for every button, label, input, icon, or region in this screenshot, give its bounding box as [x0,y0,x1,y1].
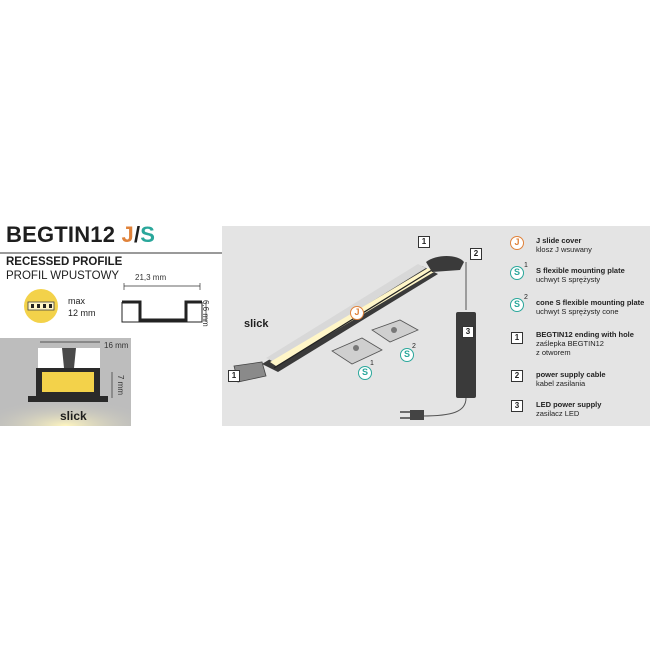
callout-box-2: 2 [470,248,482,260]
header-divider [0,252,222,254]
legend-item-power-supply: LED power supply zasilacz LED [536,400,601,418]
callout-s2-icon: S [400,348,414,362]
legend-label: z otworem [536,348,571,357]
callout-s1-sup: 1 [370,360,374,367]
diagram-brand-logo: slick [244,318,269,330]
subtitle-polish: PROFIL WPUSTOWY [6,270,120,282]
legend-3-icon: 3 [511,400,523,412]
legend-s2-icon: S [510,298,524,312]
section-width-label: 16 mm [104,341,129,350]
legend-item-cone-plate: cone S flexible mounting plate uchwyt S … [536,298,644,316]
legend-label: zasilacz LED [536,409,580,418]
legend-1-icon: 1 [511,332,523,344]
profile-height-label: 6,6 mm [201,300,210,327]
legend-label: klosz J wsuwany [536,245,592,254]
legend-label: uchwyt S sprężysty [536,275,601,284]
max-value: 12 mm [68,308,96,318]
installation-drawing [0,341,131,426]
legend-label: kabel zasilania [536,379,586,388]
max-label: max [68,296,86,306]
max-strip-width: max 12 mm [68,295,96,319]
legend-s1-icon: S [510,266,524,280]
legend-item-end-cap: BEGTIN12 ending with hole zaślepka BEGTI… [536,330,634,357]
variant-j: J [121,222,134,247]
legend-label: S flexible mounting plate [536,266,625,275]
callout-box-1-bottom: 1 [228,370,240,382]
legend-label: power supply cable [536,370,606,379]
legend-label: cone S flexible mounting plate [536,298,645,307]
callout-j-icon: J [350,306,364,320]
legend-item-cable: power supply cable kabel zasilania [536,370,606,388]
profile-drawing [121,283,207,323]
variant-slash: / [133,222,141,247]
legend-label: uchwyt S sprężysty cone [536,307,619,316]
callout-s2-sup: 2 [412,343,416,350]
legend-item-j-cover: J slide cover klosz J wsuwany [536,236,592,254]
callout-box-1-top: 1 [418,236,430,248]
legend-label: zaślepka BEGTIN12 [536,339,604,348]
product-name: BEGTIN12 [6,222,116,247]
profile-width-label: 21,3 mm [135,273,167,282]
product-title: BEGTIN12 J/S [6,222,155,248]
led-strip-icon [24,289,58,323]
callout-box-3: 3 [462,326,474,338]
callout-s1-icon: S [358,366,372,380]
section-depth-label: 7 mm [116,375,125,395]
variant-s: S [140,222,156,247]
legend-item-s-plate: S flexible mounting plate uchwyt S spręż… [536,266,625,284]
legend-label: BEGTIN12 ending with hole [536,330,634,339]
section-brand-logo: slick [60,409,87,423]
legend-s1-sup: 1 [524,262,528,269]
legend-2-icon: 2 [511,370,523,382]
legend-s2-sup: 2 [524,294,528,301]
legend-label: LED power supply [536,400,602,409]
subtitle-english: RECESSED PROFILE [6,256,123,268]
legend-label: J slide cover [536,236,582,245]
legend-j-icon: J [510,236,524,250]
